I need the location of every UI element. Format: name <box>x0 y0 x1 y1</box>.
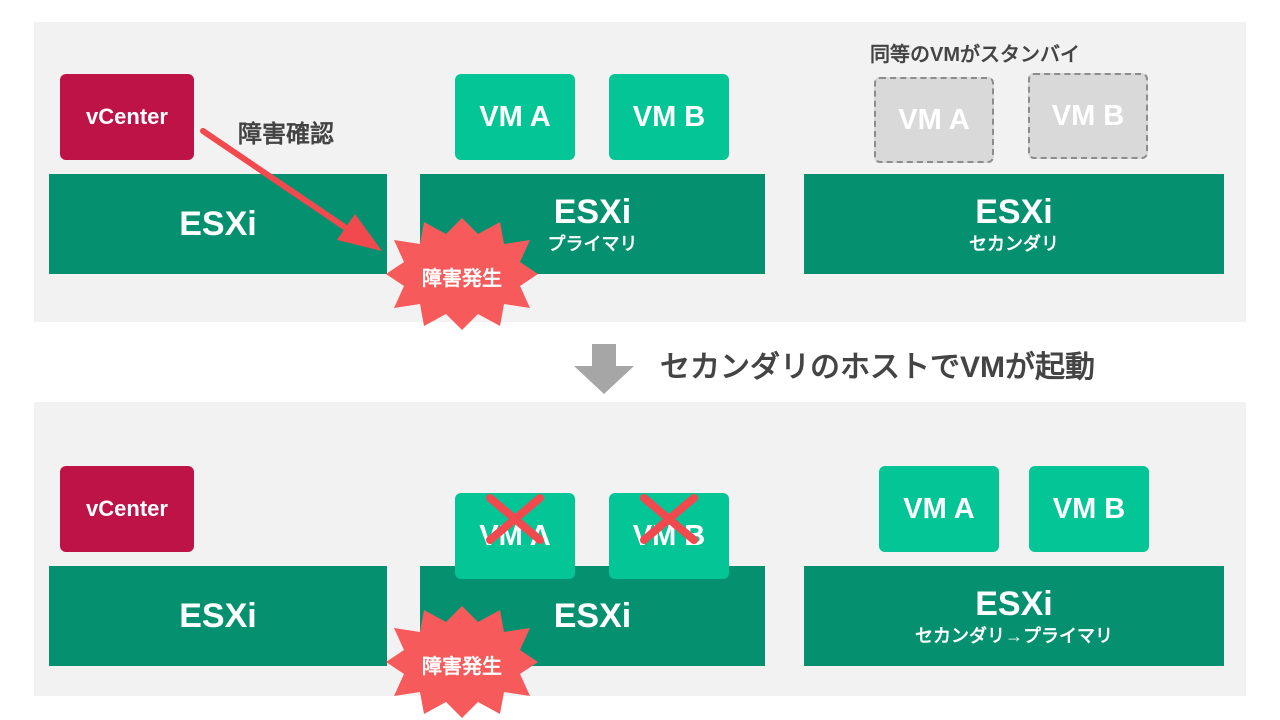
vm-b-failed: VM B <box>609 493 729 579</box>
vm-label: VM A <box>479 100 551 133</box>
cross-mark-icon <box>640 494 698 544</box>
esxi-host-secondary: ESXi セカンダリ <box>804 174 1224 274</box>
vm-b-running: VM B <box>1029 466 1149 552</box>
vm-a-standby: VM A <box>874 77 994 163</box>
vm-label: VM B <box>1051 99 1125 132</box>
esxi-host-role: プライマリ <box>547 234 638 254</box>
esxi-host-left-bottom: ESXi <box>49 566 387 666</box>
vm-label: VM B <box>1052 492 1126 525</box>
failure-burst-top <box>386 218 538 330</box>
vcenter-label: vCenter <box>86 104 168 129</box>
esxi-host-title: ESXi <box>975 585 1053 623</box>
vcenter-box-bottom: vCenter <box>60 466 194 552</box>
vm-label: VM A <box>903 492 975 525</box>
esxi-host-role: セカンダリ→プライマリ <box>915 626 1113 646</box>
esxi-host-role: セカンダリ <box>969 234 1059 254</box>
vm-a-running: VM A <box>879 466 999 552</box>
failure-label-top: 障害発生 <box>422 268 502 290</box>
down-arrow-icon <box>574 344 634 394</box>
vm-a-primary: VM A <box>455 74 575 160</box>
standby-note: 同等のVMがスタンバイ <box>870 44 1080 66</box>
esxi-host-title: ESXi <box>179 597 257 635</box>
esxi-host-title: ESXi <box>975 193 1053 231</box>
failure-label-bottom: 障害発生 <box>422 656 502 678</box>
vcenter-label: vCenter <box>86 496 168 521</box>
esxi-host-title: ESXi <box>553 193 632 231</box>
vm-label: VM B <box>632 100 706 133</box>
vcenter-box-top: vCenter <box>60 74 194 160</box>
cross-mark-icon <box>486 494 544 544</box>
transition-label: セカンダリのホストでVMが起動 <box>660 351 1095 384</box>
failure-burst-bottom <box>386 606 538 718</box>
vm-b-primary: VM B <box>609 74 729 160</box>
esxi-host-title: ESXi <box>179 205 257 243</box>
esxi-host-title: ESXi <box>553 597 632 635</box>
vm-b-standby: VM B <box>1028 73 1148 159</box>
esxi-host-new-primary: ESXi セカンダリ→プライマリ <box>804 566 1224 666</box>
vm-label: VM A <box>898 103 970 136</box>
esxi-host-left-top: ESXi <box>49 174 387 274</box>
failure-check-label: 障害確認 <box>238 121 334 148</box>
